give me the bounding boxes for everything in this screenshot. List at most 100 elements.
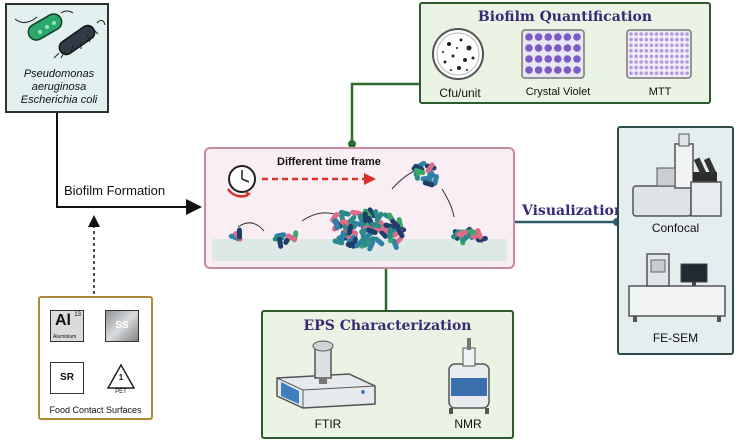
mtt-well <box>634 65 638 70</box>
fe-sem-label: FE-SEM <box>652 331 699 345</box>
mtt-plate-icon <box>626 29 692 79</box>
bacterial-cell <box>374 211 384 223</box>
bacteria-panel: Pseudomonas aeruginosa Escherichia coli <box>5 3 109 113</box>
mtt-well <box>634 60 638 64</box>
mtt-well <box>659 43 664 47</box>
mtt-well <box>675 32 679 36</box>
mtt-well <box>675 60 679 64</box>
mtt-well <box>644 65 649 70</box>
bacterial-cell <box>422 180 435 188</box>
mtt-well <box>634 37 638 42</box>
mtt-well <box>644 54 649 59</box>
mtt-well <box>649 65 654 70</box>
mtt-well <box>639 54 643 59</box>
mtt-well <box>629 71 633 75</box>
mtt-well <box>664 65 669 70</box>
crystal-violet-well <box>573 55 581 63</box>
bacterium-dark-icon <box>53 19 106 59</box>
mtt-well <box>675 71 679 75</box>
bacterial-cell <box>361 235 368 248</box>
crystal-violet-well <box>534 55 543 63</box>
bacterial-cell <box>346 234 358 243</box>
bacterial-cell <box>362 211 369 224</box>
mtt-well <box>644 32 649 36</box>
mtt-well <box>685 71 689 75</box>
aluminium-symbol: Al <box>55 312 71 329</box>
bacterial-cell <box>338 209 351 217</box>
mtt-well <box>644 71 649 75</box>
mtt-well <box>644 60 649 64</box>
bacterial-cell <box>396 227 405 239</box>
mtt-well <box>649 43 654 47</box>
crystal-violet-well <box>544 33 552 41</box>
mtt-well <box>654 54 659 59</box>
biofilm-formation-arrow <box>56 113 202 215</box>
mtt-well <box>654 32 659 36</box>
mtt-well <box>670 32 674 36</box>
crystal-violet-well <box>563 33 572 41</box>
bacterial-cell <box>366 227 378 236</box>
mtt-well <box>649 37 654 42</box>
mtt-well <box>680 43 684 47</box>
mtt-well <box>675 43 679 47</box>
mtt-well <box>639 32 643 36</box>
mtt-well <box>670 54 674 59</box>
mtt-well <box>659 37 664 42</box>
mtt-well <box>680 65 684 70</box>
silicone-rubber-symbol: SR <box>60 372 74 383</box>
eps-title: EPS Characterization <box>303 318 472 334</box>
biofilm-illustration <box>226 160 488 252</box>
mtt-well <box>644 37 649 42</box>
crystal-violet-well <box>544 66 552 74</box>
mtt-well <box>659 32 664 36</box>
biofilm-formation-label: Biofilm Formation <box>64 183 166 198</box>
crystal-violet-well <box>554 44 562 52</box>
visualization-icons <box>628 133 726 322</box>
mtt-well <box>685 54 689 59</box>
mtt-well <box>680 37 684 42</box>
mtt-well <box>680 32 684 36</box>
stainless-steel-tile: SS <box>105 310 139 342</box>
crystal-violet-well <box>525 33 533 41</box>
quantification-connector <box>350 82 419 147</box>
eps-icons <box>276 338 490 414</box>
bacteria-name-line2: aeruginosa <box>31 81 87 93</box>
bacteria-illustration <box>14 10 106 59</box>
bacterium-green-icon <box>14 10 74 41</box>
fe-sem-icon <box>628 253 726 322</box>
mtt-well <box>680 60 684 64</box>
mtt-well <box>654 71 659 75</box>
mtt-well <box>634 71 638 75</box>
mtt-well <box>629 43 633 47</box>
bacterial-cell <box>369 221 382 229</box>
mtt-well <box>639 37 643 42</box>
crystal-violet-well <box>554 55 562 63</box>
crystal-violet-well <box>534 33 543 41</box>
bacteria-name-line1: Pseudomonas <box>23 68 95 80</box>
bacterial-cell <box>425 162 435 174</box>
mtt-well <box>639 65 643 70</box>
bacterial-cell <box>350 237 358 249</box>
mtt-well <box>629 60 633 64</box>
mtt-well <box>670 49 674 53</box>
mtt-well <box>680 71 684 75</box>
crystal-violet-well <box>554 66 562 74</box>
mtt-well <box>680 54 684 59</box>
bacterial-cell <box>347 218 357 230</box>
clock-icon <box>226 165 256 198</box>
bacterial-cell <box>367 207 377 219</box>
bacterial-cell <box>367 239 376 252</box>
bacterial-cell <box>456 229 468 237</box>
bacterial-cell <box>378 228 389 239</box>
mtt-well <box>659 65 664 70</box>
mtt-well <box>629 49 633 53</box>
mtt-well <box>664 60 669 64</box>
time-frame-label: Different time frame <box>277 156 381 168</box>
mtt-well <box>685 65 689 70</box>
mtt-well <box>664 54 669 59</box>
cfu-label: Cfu/unit <box>439 86 481 100</box>
crystal-violet-well <box>534 66 543 74</box>
stainless-steel-symbol: SS <box>115 320 129 331</box>
confocal-label: Confocal <box>651 221 700 235</box>
mtt-well <box>664 43 669 47</box>
